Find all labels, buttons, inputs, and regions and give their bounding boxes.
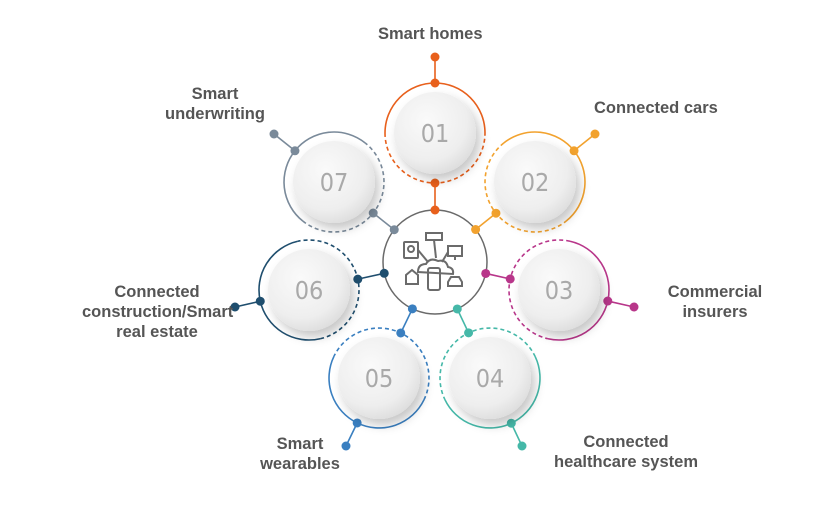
label-smart-homes: Smart homes (378, 25, 483, 43)
connector-dot (505, 274, 515, 284)
connector-dot (430, 178, 440, 188)
connector-dot (269, 129, 279, 139)
item-05: 05 (328, 304, 430, 451)
center-circle (382, 209, 488, 315)
connector-dot (230, 302, 240, 312)
number-disk (268, 249, 350, 331)
item-number: 06 (295, 276, 324, 305)
item-04: 04 (439, 304, 541, 451)
connector-dot (341, 441, 351, 451)
connector-dot (481, 268, 491, 278)
connector-dot (368, 208, 378, 218)
number-disk (494, 141, 576, 223)
connector-dot (389, 225, 399, 235)
connector-dot (430, 205, 440, 215)
connector-dot (506, 418, 516, 428)
connector-dot (352, 418, 362, 428)
item-number: 02 (521, 168, 550, 197)
item-number: 07 (320, 168, 349, 197)
item-01: 01 (384, 52, 486, 215)
item-number: 01 (421, 119, 450, 148)
number-disk (518, 249, 600, 331)
number-disk (293, 141, 375, 223)
connector-dot (629, 302, 639, 312)
connector-dot (464, 328, 474, 338)
label-connected-construction: Connected construction/Smart real estate (82, 283, 234, 341)
number-disk (449, 337, 531, 419)
label-connected-healthcare: Connected healthcare system (554, 433, 698, 471)
connector-dot (379, 268, 389, 278)
connector-dot (569, 146, 579, 156)
connector-dot (430, 52, 440, 62)
connector-line (357, 272, 385, 280)
label-smart-underwriting: Smart underwriting (165, 85, 265, 123)
connector-dot (255, 296, 265, 306)
connector-dot (471, 225, 481, 235)
item-07: 07 (269, 129, 399, 235)
connector-dot (452, 304, 462, 314)
connector-dot (603, 296, 613, 306)
connector-dot (430, 78, 440, 88)
number-disk (394, 92, 476, 174)
connector-dot (290, 146, 300, 156)
connector-dot (590, 129, 600, 139)
iot-devices-cloud-icon (403, 232, 463, 291)
connector-dot (517, 441, 527, 451)
connector-dot (353, 274, 363, 284)
item-number: 03 (545, 276, 574, 305)
label-commercial-insurers: Commercial insurers (667, 283, 763, 321)
label-smart-wearables: Smart wearables (260, 435, 340, 473)
item-number: 05 (365, 364, 394, 393)
item-06: 06 (230, 239, 389, 341)
connector-dot (491, 208, 501, 218)
item-number: 04 (476, 364, 505, 393)
connector-dot (396, 328, 406, 338)
number-disk (338, 337, 420, 419)
label-connected-cars: Connected cars (594, 99, 718, 117)
item-02: 02 (471, 129, 600, 235)
connector-dot (407, 304, 417, 314)
item-03: 03 (481, 239, 639, 341)
